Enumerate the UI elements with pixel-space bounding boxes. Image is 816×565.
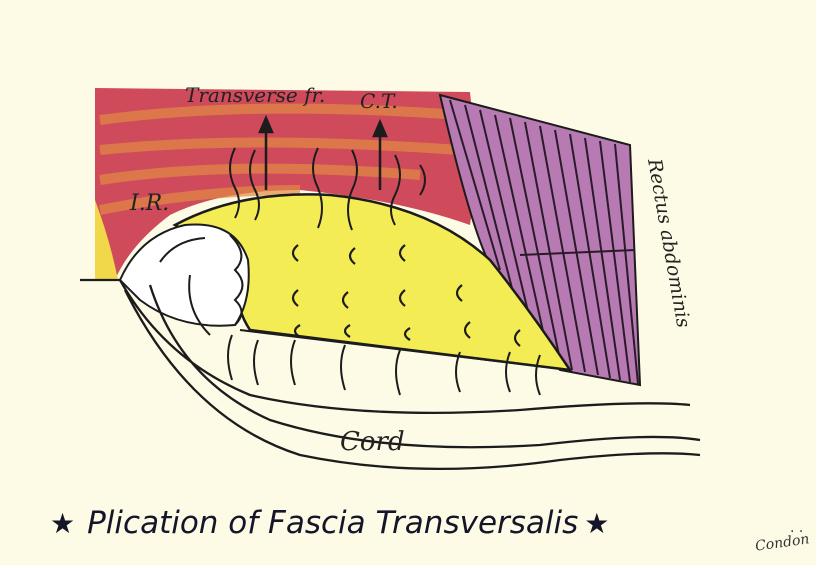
label-rectus: Rectus abdominis <box>643 156 695 330</box>
caption-text: Plication of Fascia Transversalis <box>87 505 578 541</box>
star-icon: ★ <box>50 507 75 540</box>
label-ct: C.T. <box>360 89 398 113</box>
label-cord: Cord <box>340 427 405 457</box>
figure-caption: ★Plication of Fascia Transversalis★ <box>50 505 609 541</box>
plication-diagram: Transverse fr. C.T. I.R. Rectus abdomini… <box>0 0 816 500</box>
star-icon-right: ★ <box>584 507 609 540</box>
label-transverse: Transverse fr. <box>185 83 325 107</box>
label-ir: I.R. <box>129 191 169 216</box>
corner-note: Condon <box>754 531 810 554</box>
